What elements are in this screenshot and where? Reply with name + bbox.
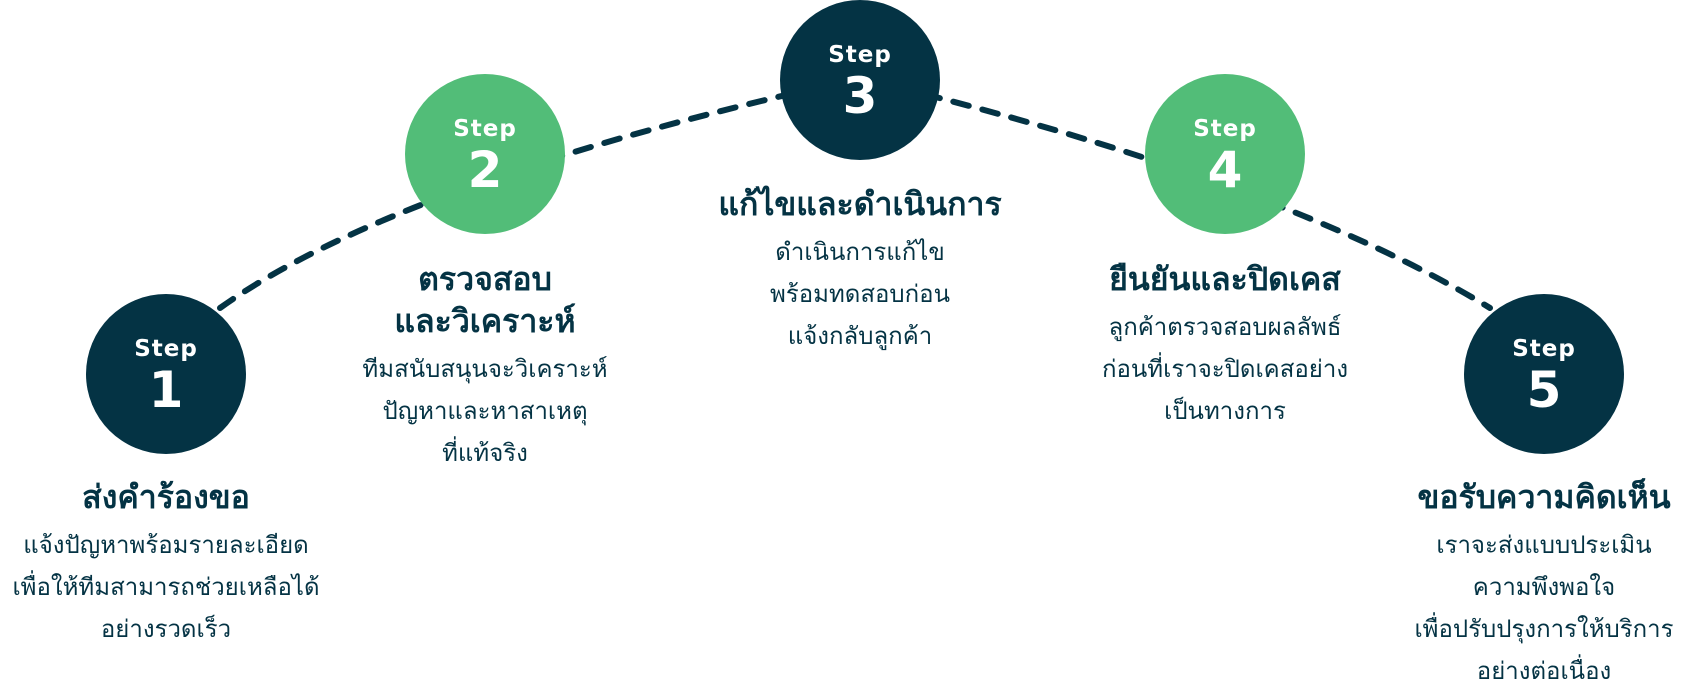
step-1-description: แจ้งปัญหาพร้อมรายละเอียด เพื่อให้ทีมสามา… xyxy=(12,531,320,643)
step-3-description: ดำเนินการแก้ไข พร้อมทดสอบก่อน แจ้งกลับลู… xyxy=(770,238,950,350)
step-2-circle: Step 2 xyxy=(405,74,565,234)
step-1-label: Step xyxy=(134,336,198,362)
step-3-number: 3 xyxy=(842,67,878,125)
step-1-title: ส่งคำร้องขอ xyxy=(82,478,250,516)
step-3-title: แก้ไขและดำเนินการ xyxy=(718,185,1002,223)
step-2-description: ทีมสนับสนุนจะวิเคราะห์ ปัญหาและหาสาเหตุ … xyxy=(362,355,608,467)
step-2-number: 2 xyxy=(467,141,503,199)
step-1-circle: Step 1 xyxy=(86,294,246,454)
step-4-label: Step xyxy=(1193,116,1257,142)
step-2-text: ตรวจสอบ และวิเคราะห์ ทีมสนับสนุนจะวิเครา… xyxy=(305,258,665,474)
step-3-label: Step xyxy=(828,42,892,68)
step-5-circle: Step 5 xyxy=(1464,294,1624,454)
step-4-title: ยืนยันและปิดเคส xyxy=(1109,260,1341,298)
step-5-text: ขอรับความคิดเห็น เราจะส่งแบบประเมิน ความ… xyxy=(1384,476,1690,692)
step-1-number: 1 xyxy=(148,361,184,419)
step-4-number: 4 xyxy=(1207,141,1243,199)
step-3-circle: Step 3 xyxy=(780,0,940,160)
step-1-text: ส่งคำร้องขอ แจ้งปัญหาพร้อมรายละเอียด เพื… xyxy=(0,476,346,650)
step-2-title: ตรวจสอบ และวิเคราะห์ xyxy=(394,260,576,340)
step-3-text: แก้ไขและดำเนินการ ดำเนินการแก้ไข พร้อมทด… xyxy=(680,183,1040,357)
step-5-number: 5 xyxy=(1526,361,1562,419)
step-2-label: Step xyxy=(453,116,517,142)
step-5-description: เราจะส่งแบบประเมิน ความพึงพอใจ เพื่อปรับ… xyxy=(1414,531,1674,685)
step-4-text: ยืนยันและปิดเคส ลูกค้าตรวจสอบผลลัพธ์ ก่อ… xyxy=(1045,258,1405,432)
step-5-title: ขอรับความคิดเห็น xyxy=(1417,478,1671,516)
step-5-label: Step xyxy=(1512,336,1576,362)
step-4-circle: Step 4 xyxy=(1145,74,1305,234)
step-4-description: ลูกค้าตรวจสอบผลลัพธ์ ก่อนที่เราจะปิดเคสอ… xyxy=(1101,313,1349,425)
